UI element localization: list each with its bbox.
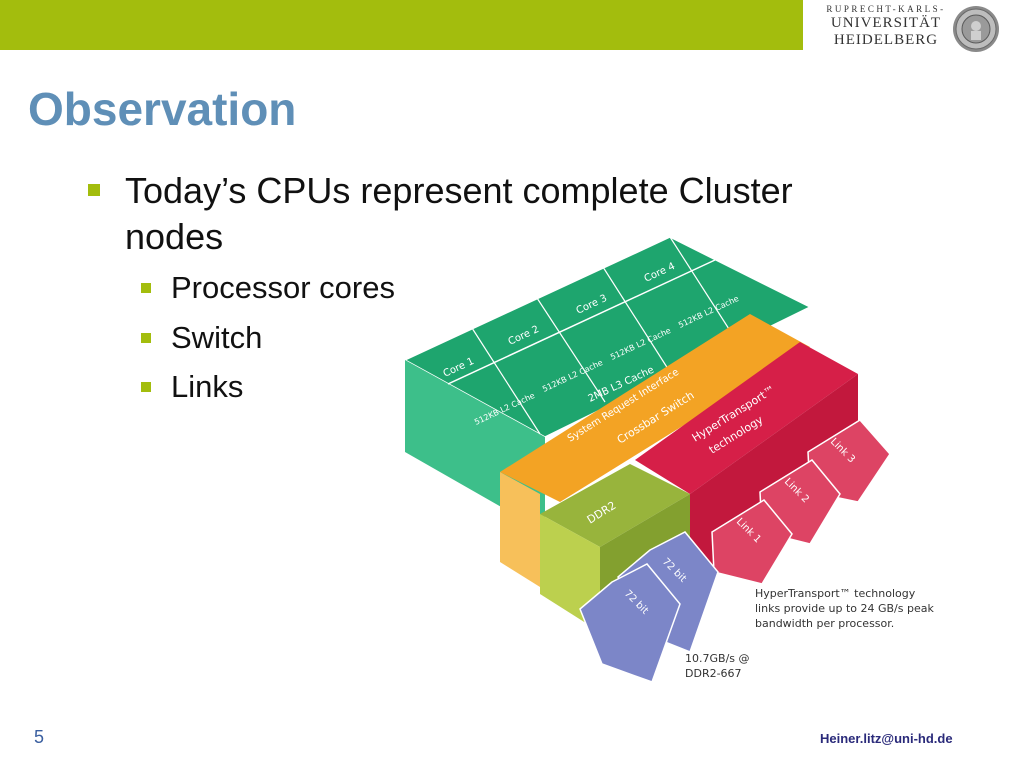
sub-bullet-text: Links <box>171 369 244 404</box>
university-line-2: UNIVERSITÄT <box>830 15 942 31</box>
cpu-architecture-diagram: Core 1 Core 2 Core 3 Core 4 512KB L2 Cac… <box>403 236 934 683</box>
sub-bullet-links: Links <box>141 369 243 405</box>
page-number: 5 <box>34 727 45 747</box>
ddr-block-top <box>540 464 690 547</box>
crossbar-band-top <box>500 314 810 502</box>
bullet-marker <box>141 333 151 343</box>
bullet-marker <box>88 184 100 196</box>
header-bar <box>0 0 803 50</box>
ddr-block-left <box>540 514 600 632</box>
university-line-3: HEIDELBERG <box>833 32 939 48</box>
link-1-arrow <box>711 499 793 585</box>
main-bullet-text: Today’s CPUs represent complete Cluster … <box>125 170 793 257</box>
hypertransport-block-top <box>635 342 858 494</box>
bullet-marker <box>141 382 151 392</box>
ddr-caption-line-1: 10.7GB/s @ <box>685 652 750 665</box>
bus-arrow-2 <box>579 563 681 683</box>
ht-caption-line-3: bandwidth per processor. <box>755 617 894 630</box>
sub-bullet-text: Processor cores <box>171 270 395 305</box>
ddr-caption-line-2: DDR2-667 <box>685 667 742 680</box>
sub-bullet-switch: Switch <box>141 320 262 356</box>
footer-email: Heiner.litz@uni-hd.de <box>820 731 953 746</box>
ht-caption-line-2: links provide up to 24 GB/s peak <box>755 602 934 615</box>
ht-caption-line-1: HyperTransport™ technology <box>755 587 916 600</box>
cores-block-top <box>403 236 812 438</box>
university-seal-icon <box>953 6 999 52</box>
crossbar-band-left <box>500 472 540 587</box>
sub-bullet-text: Switch <box>171 320 263 355</box>
sub-bullet-processor-cores: Processor cores <box>141 270 395 306</box>
university-logo: RUPRECHT-KARLS- UNIVERSITÄT HEIDELBERG <box>822 4 950 49</box>
university-line-1: RUPRECHT-KARLS- <box>826 4 946 14</box>
main-bullet: Today’s CPUs represent complete Cluster … <box>88 168 888 260</box>
bullet-marker <box>141 283 151 293</box>
slide-title: Observation <box>28 83 297 135</box>
